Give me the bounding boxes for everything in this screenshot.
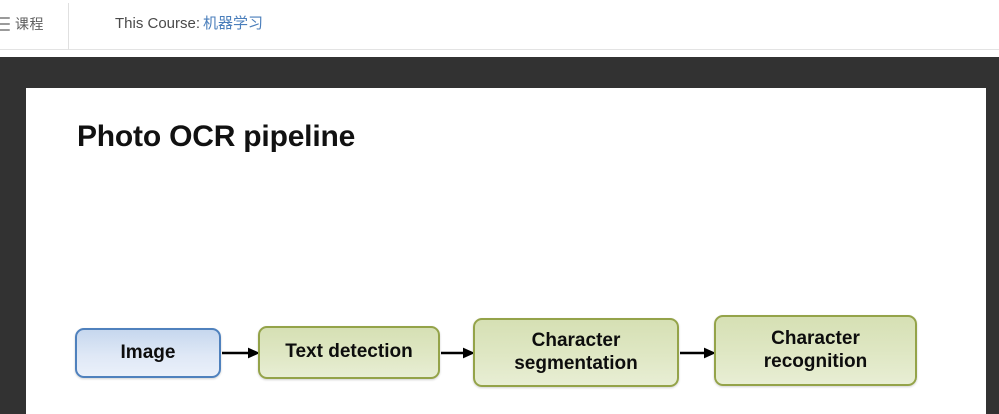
nav-divider	[68, 3, 69, 50]
hamburger-line-1	[0, 17, 10, 19]
slide-title: Photo OCR pipeline	[77, 120, 356, 153]
flow-box-character-recognition-line-2: recognition	[763, 350, 868, 372]
lecture-slide: Photo OCR pipeline Image Text detection	[26, 88, 986, 414]
flow-box-character-segmentation-line-1: Character	[531, 330, 621, 352]
flow-box-character-recognition-text: Character recognition	[764, 328, 867, 373]
flow-box-text-detection-label: Text detection	[285, 341, 413, 363]
ocr-pipeline-diagram: Image Text detection Character segmenta	[26, 88, 986, 414]
nav-item-courses[interactable]: 课程	[15, 16, 44, 32]
hamburger-line-2	[0, 23, 10, 25]
video-stage[interactable]: Photo OCR pipeline Image Text detection	[0, 57, 999, 414]
flow-box-character-recognition-line-1: Character	[771, 328, 860, 350]
top-navigation-inner: 课程 This Course:机器学习	[0, 0, 999, 50]
flow-box-character-segmentation: Character segmentation	[473, 318, 679, 387]
hamburger-line-3	[0, 29, 10, 31]
flow-box-text-detection: Text detection	[258, 326, 440, 379]
breadcrumb-prefix: This Course:	[115, 15, 201, 32]
flow-box-character-recognition: Character recognition	[714, 315, 917, 386]
top-navigation-bar: 课程 This Course:机器学习	[0, 0, 999, 50]
hamburger-menu-icon[interactable]	[0, 17, 10, 31]
arrow-text-detection-to-character-segmentation	[441, 347, 475, 359]
breadcrumb-course-link[interactable]: 机器学习	[203, 15, 264, 32]
flow-box-character-segmentation-line-2: segmentation	[514, 352, 638, 374]
arrow-character-segmentation-to-character-recognition	[680, 347, 716, 359]
breadcrumb: This Course:机器学习	[115, 14, 263, 34]
flow-box-character-segmentation-text: Character segmentation	[514, 330, 638, 375]
arrow-image-to-text-detection	[222, 347, 260, 359]
flow-box-image: Image	[75, 328, 221, 378]
flow-box-image-label: Image	[120, 341, 176, 363]
